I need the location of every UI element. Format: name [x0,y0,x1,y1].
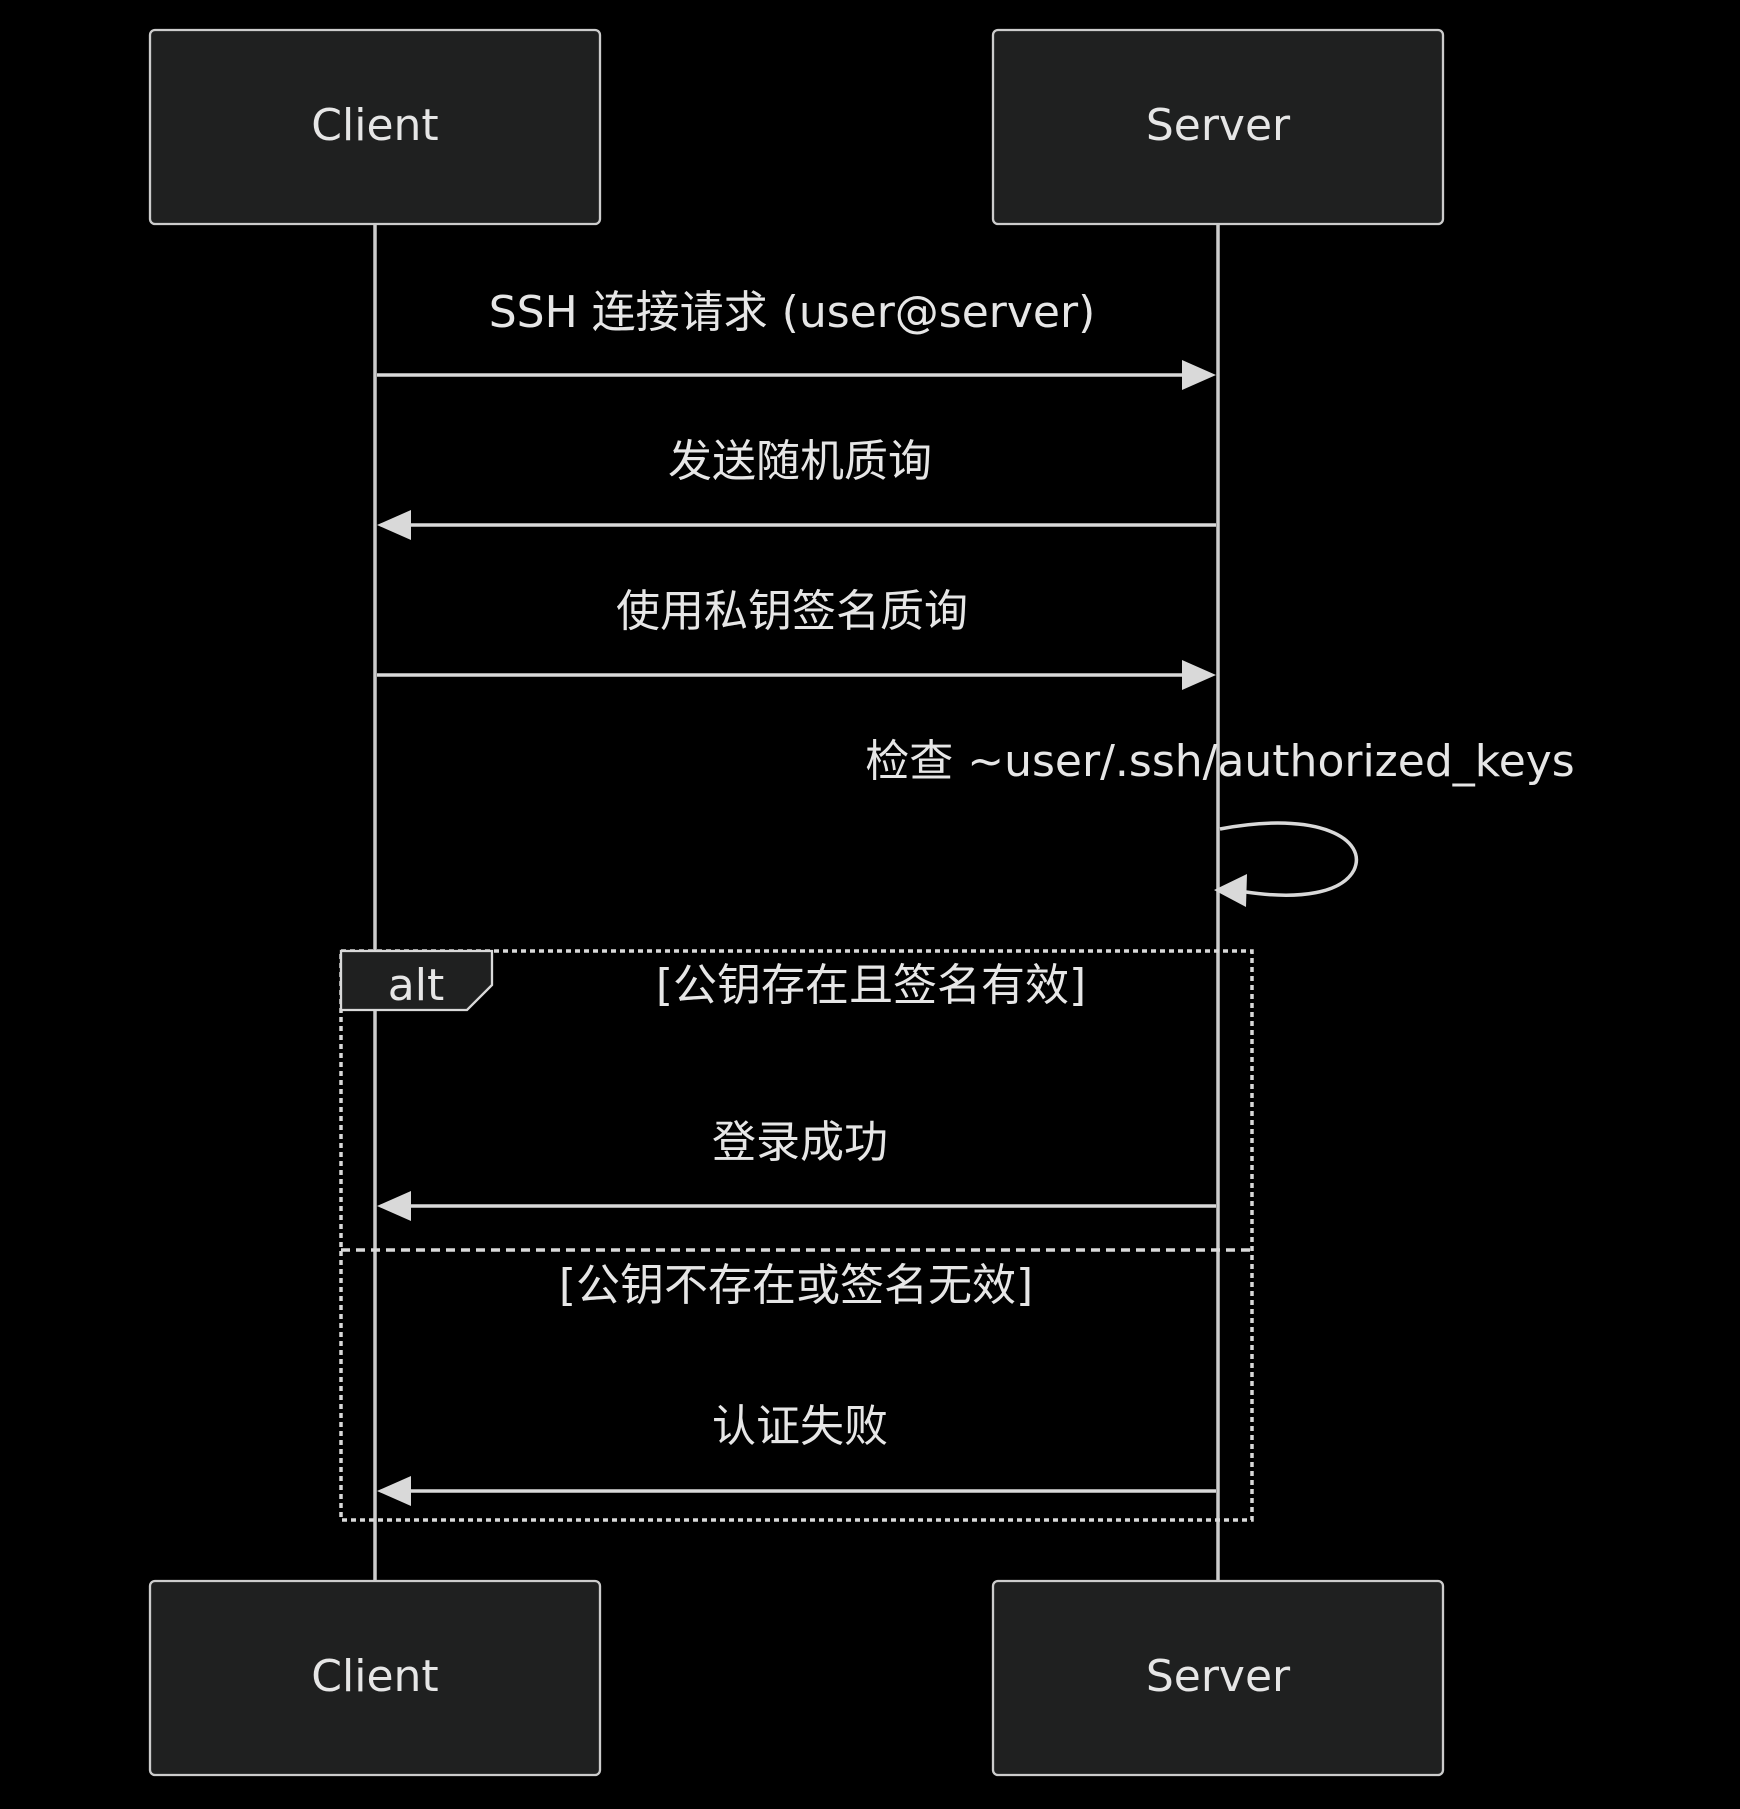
server-actor-bottom-label: Server [1146,1651,1291,1702]
alt-branch-2-condition: [公钥不存在或签名无效] [559,1260,1033,1311]
alt-label-box [339,949,494,1012]
message-1: SSH 连接请求 (user@server) [377,287,1216,390]
server-actor-top-box [991,28,1445,226]
alt-frame: alt [公钥存在且签名有效] 登录成功 [公钥不存在或签名无效] 认证失败 [339,949,1254,1522]
server-actor-bottom-box [991,1579,1445,1777]
alt-label: alt [388,960,444,1011]
message-2-arrowhead [377,510,411,540]
message-1-label: SSH 连接请求 (user@server) [489,287,1096,338]
client-actor-top: Client [148,28,602,226]
server-actor-top: Server [991,28,1445,226]
message-3-arrowhead [1182,660,1216,690]
server-actor-bottom: Server [991,1579,1445,1777]
alt-branch-1-message-label: 登录成功 [712,1117,888,1168]
message-4-self: 检查 ~user/.ssh/authorized_keys [865,736,1575,907]
alt-branch-1-condition: [公钥存在且签名有效] [656,960,1086,1011]
message-4-loop [1219,821,1358,897]
message-2: 发送随机质询 [377,436,1216,540]
client-actor-bottom-label: Client [311,1651,438,1702]
alt-frame-border [339,949,1254,1522]
alt-branch-1-message-arrowhead [377,1191,411,1221]
message-1-arrowhead [1182,360,1216,390]
message-3: 使用私钥签名质询 [377,586,1216,690]
server-actor-top-label: Server [1146,100,1291,151]
alt-branch-2-message-label: 认证失败 [712,1401,888,1452]
alt-branch-2-message-arrowhead [377,1476,411,1506]
message-2-label: 发送随机质询 [668,436,932,487]
message-4-arrowhead [1214,874,1247,907]
client-actor-top-box [148,28,602,226]
client-actor-bottom-box [148,1579,602,1777]
client-actor-top-label: Client [311,100,438,151]
client-actor-bottom: Client [148,1579,602,1777]
message-3-label: 使用私钥签名质询 [616,586,968,637]
message-4-label: 检查 ~user/.ssh/authorized_keys [865,736,1574,787]
